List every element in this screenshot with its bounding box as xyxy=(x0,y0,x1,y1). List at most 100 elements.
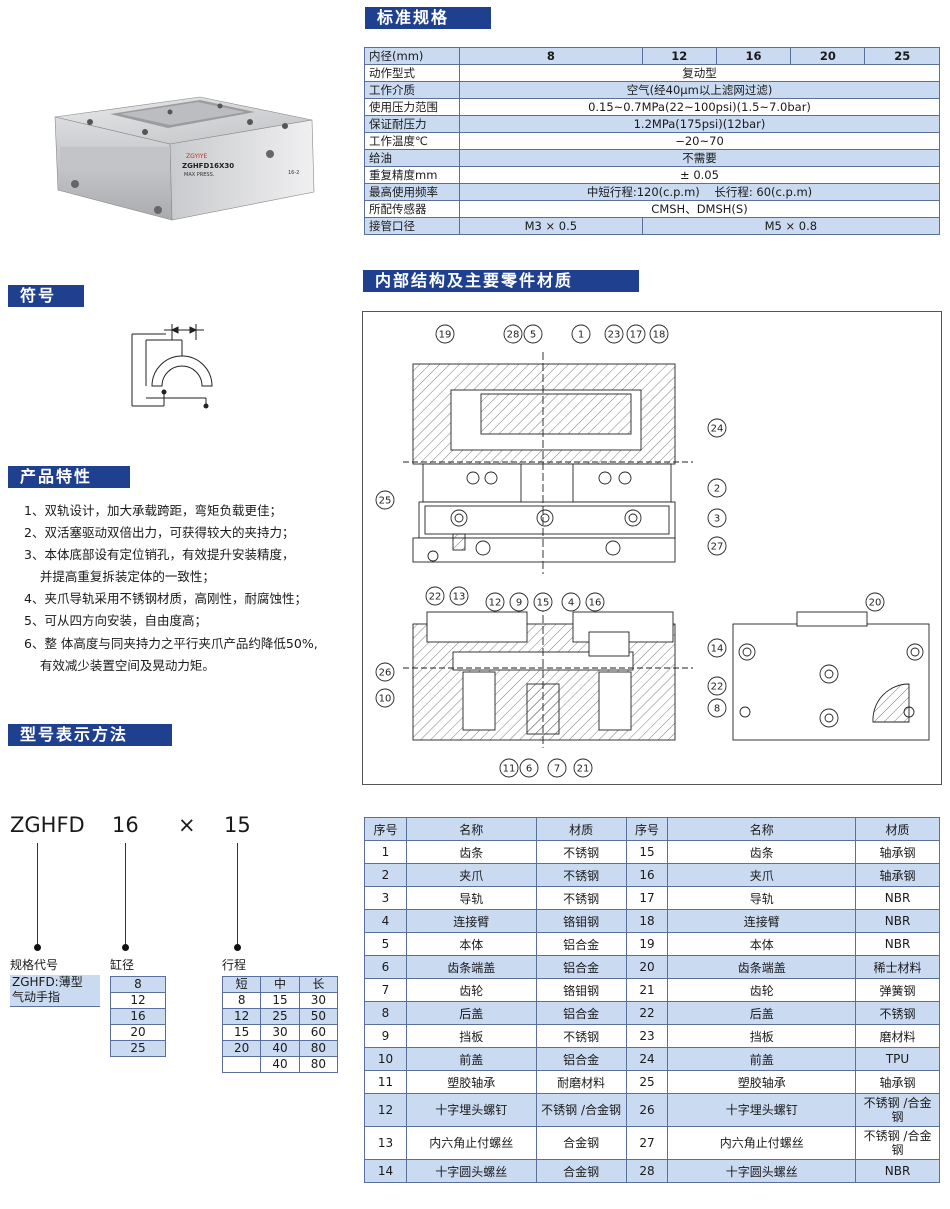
stroke-head: 长 xyxy=(298,976,339,993)
table-cell: 轴承钢 xyxy=(855,840,940,864)
table-cell: 连接臂 xyxy=(667,909,857,933)
spec-row-label: 工作温度℃ xyxy=(364,132,460,150)
bore-option: 8 xyxy=(110,976,166,993)
spec-header-row: 内径(mm) 8 12 16 20 25 xyxy=(364,47,940,65)
callout-circle xyxy=(604,324,624,344)
callout-circle xyxy=(707,698,727,718)
feature-item: 6、整 体高度与同夹持力之平行夹爪产品约降低50%, xyxy=(24,636,318,651)
table-cell: NBR xyxy=(855,932,940,956)
spec-row-label: 保证耐压力 xyxy=(364,115,460,133)
table-cell: 26 xyxy=(625,1093,669,1127)
table-cell: 铬钼钢 xyxy=(535,978,627,1002)
bore-option: 12 xyxy=(110,992,166,1009)
callout-circle xyxy=(707,638,727,658)
bore-leader xyxy=(125,843,126,948)
callout-number: 5 xyxy=(530,330,536,341)
table-cell: 前盖 xyxy=(667,1047,857,1071)
spec-size-16: 16 xyxy=(715,47,792,65)
callout-circle xyxy=(533,592,553,612)
table-cell: 挡板 xyxy=(667,1024,857,1048)
structure-section-title: 内部结构及主要零件材质 xyxy=(363,270,639,292)
table-cell: 齿条 xyxy=(667,840,857,864)
spec-row-value: 复动型 xyxy=(459,64,940,82)
table-cell: 轴承钢 xyxy=(855,863,940,887)
stroke-cell: 80 xyxy=(298,1056,339,1073)
callout-circle xyxy=(707,536,727,556)
table-cell: 24 xyxy=(625,1047,669,1071)
model-stroke-text: 15 xyxy=(224,813,251,837)
callout-number: 16 xyxy=(589,598,602,609)
feature-item: 2、双活塞驱动双倍出力，可获得较大的夹持力； xyxy=(24,525,295,540)
spec-row-value: 1.2MPa(175psi)(12bar) xyxy=(459,115,940,133)
callout-number: 2 xyxy=(714,484,720,495)
table-cell: 铝合金 xyxy=(535,932,627,956)
feature-item: 1、双轨设计，加大承载跨距，弯矩负载更佳； xyxy=(24,503,282,518)
spec-row: 所配传感器 CMSH、DMSH(S) xyxy=(364,200,940,218)
callout-number: 22 xyxy=(711,682,724,693)
freq-short: 中短行程:120(c.p.m) xyxy=(586,185,700,199)
table-cell: 15 xyxy=(625,840,669,864)
pneumatic-symbol xyxy=(126,320,226,412)
feature-item: 5、可从四方向安装，自由度高； xyxy=(24,613,207,628)
spec-row-label: 动作型式 xyxy=(364,64,460,82)
stroke-cell: 60 xyxy=(298,1024,339,1041)
stroke-cell: 40 xyxy=(260,1040,300,1057)
callout-number: 27 xyxy=(711,542,724,553)
stroke-head: 中 xyxy=(260,976,300,993)
model-code-text: ZGHFD xyxy=(10,813,85,837)
callout-number: 25 xyxy=(379,496,392,507)
table-cell: NBR xyxy=(855,909,940,933)
callout-number: 26 xyxy=(379,668,392,679)
table-cell: 耐磨材料 xyxy=(535,1070,627,1094)
table-cell: 合金钢 xyxy=(535,1159,627,1183)
model-section-title: 型号表示方法 xyxy=(8,724,172,746)
photo-press-text: MAX PRESS. xyxy=(184,172,215,178)
spec-row-label: 给油 xyxy=(364,149,460,167)
callout-circle xyxy=(375,688,395,708)
spec-row-value: −20~70 xyxy=(459,132,940,150)
table-cell: 铬钼钢 xyxy=(535,909,627,933)
table-cell: 齿轮 xyxy=(405,978,537,1002)
parts-col-no: 序号 xyxy=(625,817,669,841)
table-cell: 内六角止付螺丝 xyxy=(405,1126,537,1160)
spec-row-label: 所配传感器 xyxy=(364,200,460,218)
table-cell: 18 xyxy=(625,909,669,933)
table-cell: 齿条 xyxy=(405,840,537,864)
spec-port-small: M3 × 0.5 xyxy=(459,217,643,235)
code-desc-line: 气动手指 xyxy=(12,990,61,1004)
stroke-cell: 40 xyxy=(260,1056,300,1073)
product-photo: ZGYIYE ZGHFD16X30 MAX PRESS. 16-2 xyxy=(50,92,320,227)
spec-header-label: 内径(mm) xyxy=(364,47,460,65)
stroke-head: 短 xyxy=(221,976,262,993)
table-cell: 9 xyxy=(364,1024,407,1048)
callout-circle xyxy=(519,758,539,778)
table-cell: 不锈钢 xyxy=(535,886,627,910)
spec-size-8: 8 xyxy=(459,47,643,65)
table-cell: 14 xyxy=(364,1159,407,1183)
spec-row: 接管口径 M3 × 0.5 M5 × 0.8 xyxy=(364,217,941,235)
callout-circle xyxy=(375,662,395,682)
callout-number: 15 xyxy=(537,598,550,609)
spec-row: 使用压力范围 0.15~0.7MPa(22~100psi)(1.5~7.0bar… xyxy=(364,98,940,116)
callout-circle xyxy=(707,478,727,498)
code-dot xyxy=(34,944,41,951)
photo-brand-text: ZGYIYE xyxy=(186,153,208,160)
feature-item: 有效减少装置空间及晃动力矩。 xyxy=(24,658,215,673)
parts-col-name: 名称 xyxy=(405,817,537,841)
stroke-cell: 20 xyxy=(221,1040,262,1057)
spec-row-label: 接管口径 xyxy=(364,217,460,235)
stroke-cell: 15 xyxy=(260,992,300,1009)
table-cell: 导轨 xyxy=(667,886,857,910)
table-cell: 塑胶轴承 xyxy=(405,1070,537,1094)
table-cell: 挡板 xyxy=(405,1024,537,1048)
spec-row-label: 重复精度mm xyxy=(364,166,460,184)
table-cell: NBR xyxy=(855,886,940,910)
code-label: 规格代号 xyxy=(10,958,59,972)
spec-row-value: 中短行程:120(c.p.m) 长行程: 60(c.p.m) xyxy=(459,183,940,201)
stroke-cell: 12 xyxy=(221,1008,262,1025)
